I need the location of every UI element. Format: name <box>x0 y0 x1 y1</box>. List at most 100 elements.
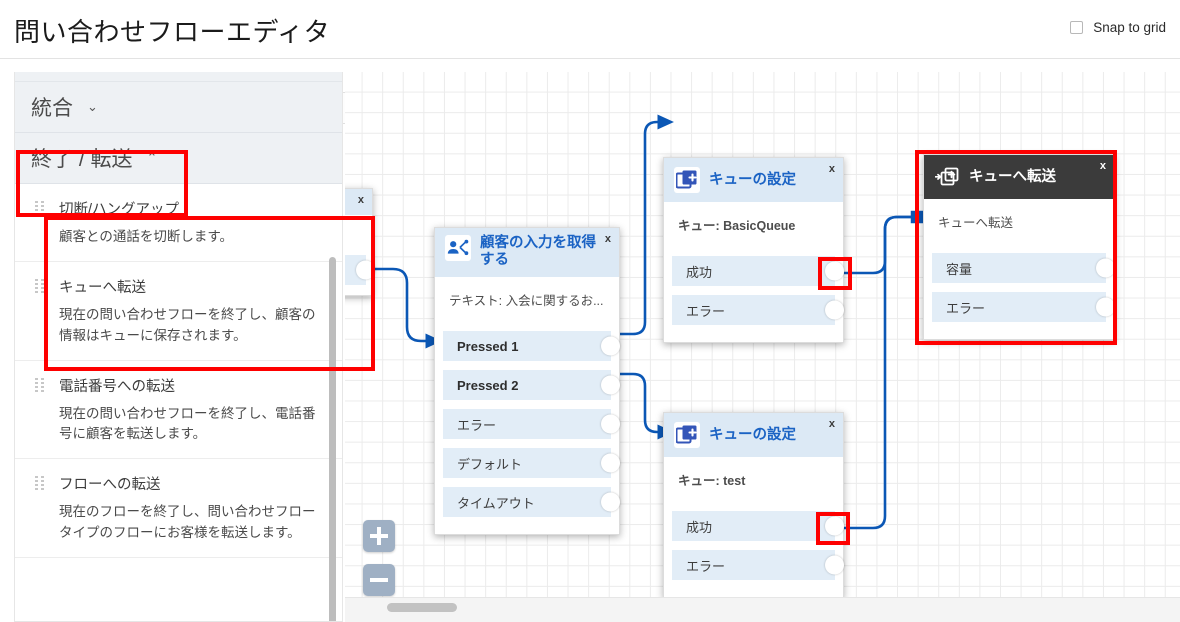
port-dot[interactable] <box>825 261 844 281</box>
close-icon[interactable]: x <box>1099 160 1106 172</box>
port-label: タイムアウト <box>457 495 535 511</box>
list-item-title: フローへの転送 <box>59 477 161 494</box>
sidebar-action-list: 切断/ハングアップ 顧客との通話を切断します。 キューへ転送 現在の問い合わせフ… <box>15 184 342 558</box>
port-dot[interactable] <box>356 260 375 280</box>
port-label: エラー <box>686 303 726 319</box>
snap-to-grid-checkbox[interactable] <box>1070 21 1084 34</box>
sidebar-group-integration[interactable]: 統合 ⌄ <box>15 82 342 133</box>
list-item-title: 切断/ハングアップ <box>59 202 180 218</box>
node-port-capacity[interactable]: 容量 <box>932 253 1115 283</box>
port-label: 成功 <box>686 264 713 280</box>
port-label: 成功 <box>686 519 713 535</box>
port-label: Pressed 1 <box>457 338 519 354</box>
node-subtitle: … <box>345 215 372 255</box>
transfer-to-queue-icon <box>934 164 960 190</box>
node-hidden-partial[interactable]: x … <box>345 188 375 296</box>
drag-handle-icon[interactable] <box>35 476 44 491</box>
list-item-transfer-to-flow[interactable]: フローへの転送 現在のフローを終了し、問い合わせフロータイプのフローにお客様を転… <box>15 459 342 558</box>
page-title: 問い合わせフローエディタ <box>14 17 331 47</box>
node-port-error[interactable]: エラー <box>672 550 844 580</box>
node-padding <box>435 526 619 534</box>
node-title: 顧客の入力を取得する <box>480 235 596 268</box>
close-icon[interactable]: x <box>828 163 835 175</box>
port-dot[interactable] <box>601 453 620 473</box>
node-header[interactable]: キューへ転送 x <box>924 155 1114 199</box>
port-dot[interactable] <box>825 555 844 575</box>
sidebar-group-terminate-transfer[interactable]: 終了 / 転送 ⌃ <box>15 133 342 184</box>
port-dot[interactable] <box>601 375 620 395</box>
port-dot[interactable] <box>1096 258 1115 278</box>
node-padding <box>664 334 843 342</box>
zoom-in-button[interactable] <box>363 520 395 552</box>
list-item-transfer-to-queue[interactable]: キューへ転送 現在の問い合わせフローを終了し、顧客の情報はキューに保存されます。 <box>15 262 342 361</box>
chevron-up-icon: ⌃ <box>146 150 158 165</box>
flow-canvas[interactable]: x … 顧客の入力を取得する x <box>345 72 1180 622</box>
close-icon[interactable]: x <box>357 194 364 206</box>
node-header[interactable]: x <box>345 189 372 215</box>
node-get-customer-input[interactable]: 顧客の入力を取得する x テキスト: 入会に関するお... Pressed 1 … <box>434 227 620 535</box>
node-set-queue-test[interactable]: キューの設定 x キュー: test 成功 エラー <box>663 412 844 598</box>
node-set-queue-basic[interactable]: キューの設定 x キュー: BasicQueue 成功 エラー <box>663 157 844 343</box>
get-customer-input-icon <box>445 235 471 261</box>
port-dot[interactable] <box>825 300 844 320</box>
node-port-success[interactable]: 成功 <box>672 511 844 541</box>
node-header[interactable]: キューの設定 x <box>664 158 843 202</box>
sidebar-group-label: 終了 / 転送 <box>31 148 133 171</box>
drag-handle-icon[interactable] <box>35 279 44 294</box>
node-port-error[interactable]: エラー <box>443 409 620 439</box>
drag-handle-icon[interactable] <box>35 377 44 392</box>
node-padding <box>924 331 1114 339</box>
list-item-desc: 現在の問い合わせフローを終了し、顧客の情報はキューに保存されます。 <box>59 307 316 343</box>
port-label: デフォルト <box>457 456 523 472</box>
list-item-desc: 現在の問い合わせフローを終了し、電話番号に顧客を転送します。 <box>59 405 316 441</box>
port-dot[interactable] <box>601 492 620 512</box>
sidebar-scrollbar[interactable] <box>329 257 336 621</box>
canvas-footer <box>345 597 1180 622</box>
node-header[interactable]: キューの設定 x <box>664 413 843 457</box>
node-title: キューの設定 <box>709 171 796 188</box>
close-icon[interactable]: x <box>828 418 835 430</box>
node-port[interactable] <box>345 255 375 285</box>
node-title: キューへ転送 <box>969 168 1056 185</box>
node-port-success[interactable]: 成功 <box>672 256 844 286</box>
port-label: 容量 <box>946 261 973 277</box>
node-port-error[interactable]: エラー <box>672 295 844 325</box>
port-label: エラー <box>686 558 726 574</box>
chevron-down-icon: ⌄ <box>87 99 98 114</box>
snap-to-grid-control[interactable]: Snap to grid <box>1070 20 1166 35</box>
node-title: キューの設定 <box>709 426 796 443</box>
port-dot[interactable] <box>601 414 620 434</box>
sidebar-top-stripe <box>15 72 342 82</box>
list-item-disconnect-hangup[interactable]: 切断/ハングアップ 顧客との通話を切断します。 <box>15 184 342 263</box>
canvas-horizontal-scrollbar[interactable] <box>387 603 457 612</box>
node-transfer-to-queue[interactable]: キューへ転送 x キューへ転送 容量 エラー <box>923 154 1115 340</box>
list-item-transfer-to-phone-number[interactable]: 電話番号への転送 現在の問い合わせフローを終了し、電話番号に顧客を転送します。 <box>15 360 342 460</box>
set-queue-icon <box>674 167 700 193</box>
list-item-title: 電話番号への転送 <box>59 378 175 395</box>
port-label: Pressed 2 <box>457 377 519 393</box>
node-subtitle: キュー: test <box>678 474 746 488</box>
close-icon[interactable]: x <box>604 233 611 245</box>
node-port-pressed-2[interactable]: Pressed 2 <box>443 370 620 400</box>
node-port-error[interactable]: エラー <box>932 292 1115 322</box>
port-label: エラー <box>946 300 986 316</box>
node-port-pressed-1[interactable]: Pressed 1 <box>443 331 620 361</box>
drag-handle-icon[interactable] <box>35 201 44 215</box>
component-sidebar[interactable]: 統合 ⌄ 終了 / 転送 ⌃ 切断/ハングアップ 顧客との通話を切断します。 キ… <box>14 72 343 622</box>
port-dot[interactable] <box>825 516 844 536</box>
port-dot[interactable] <box>1096 297 1115 317</box>
node-subtitle: テキスト: 入会に関するお... <box>449 294 604 308</box>
zoom-out-button[interactable] <box>363 564 395 596</box>
node-padding <box>664 589 843 597</box>
node-subtitle: キューへ転送 <box>938 216 1014 230</box>
sidebar-group-label: 統合 <box>31 97 73 120</box>
page-header: 問い合わせフローエディタ Snap to grid <box>0 0 1180 59</box>
node-port-timeout[interactable]: タイムアウト <box>443 487 620 517</box>
node-port-default[interactable]: デフォルト <box>443 448 620 478</box>
set-queue-icon <box>674 422 700 448</box>
node-header[interactable]: 顧客の入力を取得する x <box>435 228 619 277</box>
port-dot[interactable] <box>601 336 620 356</box>
list-item-desc: 現在のフローを終了し、問い合わせフロータイプのフローにお客様を転送します。 <box>59 504 316 540</box>
list-item-title: キューへ転送 <box>59 280 146 297</box>
